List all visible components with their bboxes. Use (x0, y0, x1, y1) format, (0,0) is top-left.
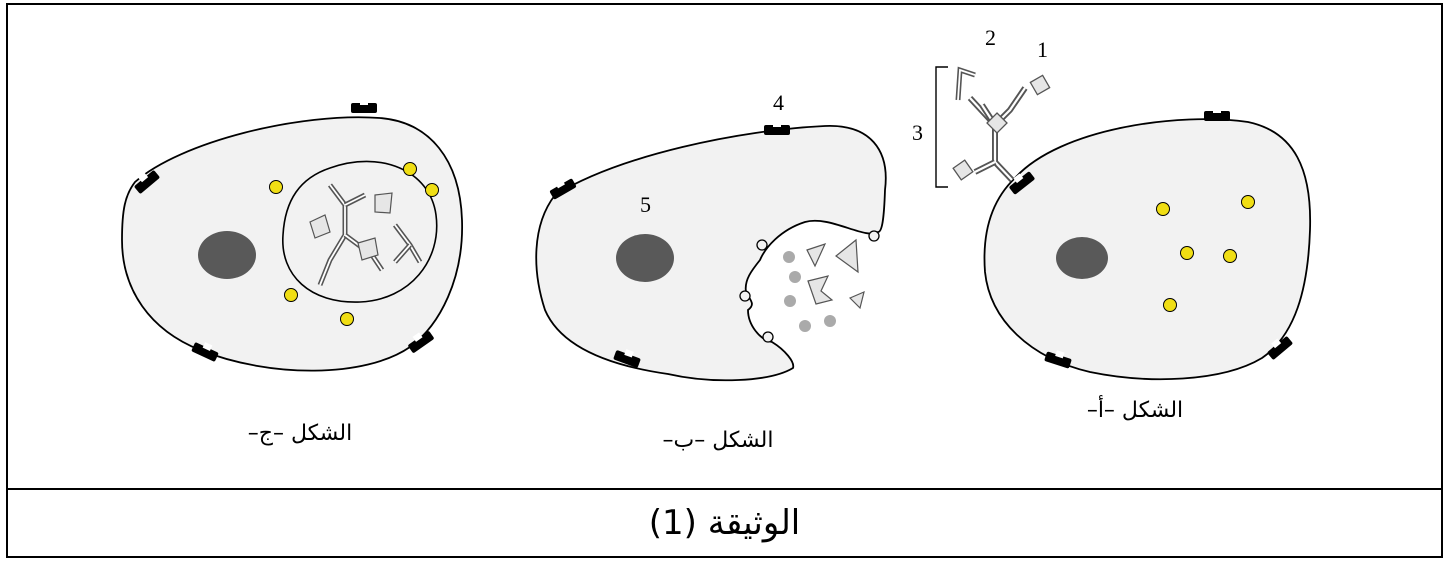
label-4: 4 (773, 90, 784, 115)
granule-icon (1241, 195, 1255, 209)
antigen-icon (950, 157, 976, 183)
granule-icon (1163, 298, 1177, 312)
nucleus (198, 231, 256, 279)
antigen-icon (309, 214, 331, 239)
receptor-icon (1204, 107, 1230, 121)
cell-membrane (983, 118, 1312, 381)
bracket (935, 66, 948, 188)
antigen-icon (374, 192, 393, 214)
caption-divider (6, 488, 1443, 490)
phagosome (282, 160, 438, 303)
antigen-icon (1027, 72, 1053, 98)
granule-icon (1156, 202, 1170, 216)
label-2: 2 (985, 25, 996, 50)
granule-icon (1223, 249, 1237, 263)
label-3: 3 (912, 120, 923, 145)
granule-icon (403, 162, 417, 176)
receptor-icon (351, 99, 377, 113)
granule-icon (1180, 246, 1194, 260)
phagosome-bubbles (739, 230, 880, 343)
granule-icon (340, 312, 354, 326)
label-1: 1 (1037, 37, 1048, 62)
granules (269, 162, 439, 326)
granule-icon (284, 288, 298, 302)
granule-icon (425, 183, 439, 197)
label-5: 5 (640, 192, 651, 217)
figure-b-label: الشكل –ب– (663, 428, 774, 453)
granules (1156, 195, 1255, 312)
figure-caption: الوثيقة (1) (648, 503, 801, 543)
cell-membrane (535, 125, 887, 382)
granule-icon (269, 180, 283, 194)
antigen-icon (357, 237, 379, 261)
engulfed-complex (309, 183, 423, 286)
cell-a: 3 2 1 الشكل –أ– (912, 25, 1312, 423)
figure-border (6, 3, 1443, 558)
cell-b: 4 5 الشكل –ب– (535, 90, 887, 453)
nucleus (1056, 237, 1108, 279)
cell-c: الشكل –ج– (121, 99, 463, 446)
figure-a-label: الشكل –أ– (1087, 395, 1183, 423)
diagram-canvas: 3 2 1 الشكل –أ– (121, 25, 1312, 453)
receptor-icon (764, 121, 790, 135)
nucleus (616, 234, 674, 282)
figure-c-label: الشكل –ج– (248, 421, 352, 446)
immune-complex (950, 66, 1053, 183)
debris (783, 238, 865, 332)
